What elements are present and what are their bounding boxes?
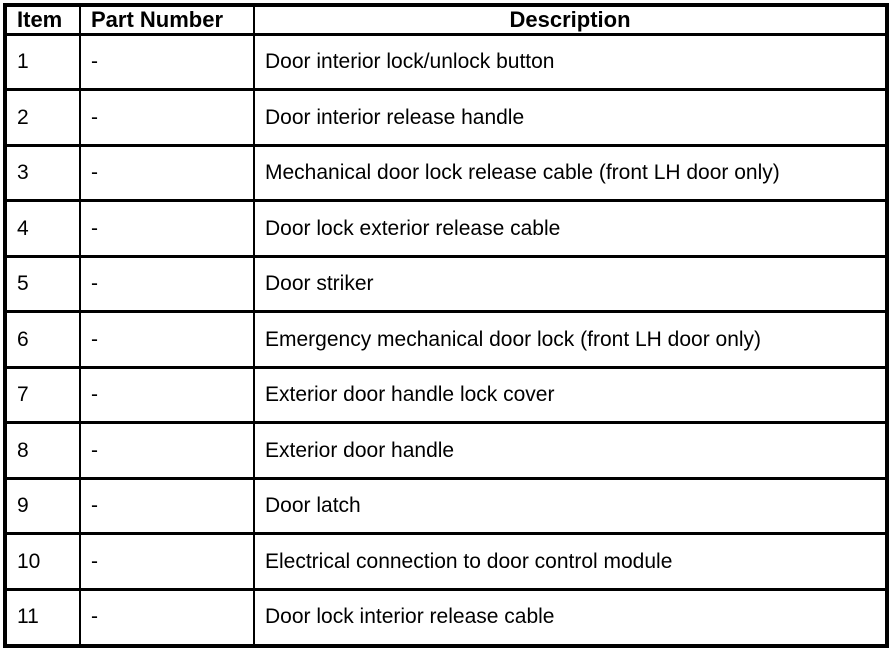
item-cell: 4 <box>4 199 81 258</box>
item-cell: 5 <box>4 254 81 314</box>
table-row: 11-Door lock interior release cable <box>4 587 888 648</box>
item-cell: 3 <box>4 143 81 203</box>
part-number-cell: - <box>79 88 255 147</box>
item-header: Item <box>4 3 81 36</box>
table-row: 4-Door lock exterior release cable <box>4 199 888 258</box>
table-row: 8-Exterior door handle <box>4 421 888 480</box>
part-number-cell: - <box>79 32 255 92</box>
table-row: 2-Door interior release handle <box>4 88 888 147</box>
table-row: 9-Door latch <box>4 476 888 536</box>
part-number-cell: - <box>79 199 255 258</box>
table-header: Item Part Number Description <box>4 3 888 36</box>
item-cell: 1 <box>4 32 81 92</box>
description-cell: Door interior lock/unlock button <box>253 32 888 92</box>
description-cell: Emergency mechanical door lock (front LH… <box>253 310 888 369</box>
part-number-cell: - <box>79 143 255 203</box>
part-number-cell: - <box>79 254 255 314</box>
part-number-cell: - <box>79 532 255 591</box>
description-cell: Mechanical door lock release cable (fron… <box>253 143 888 203</box>
description-cell: Door lock exterior release cable <box>253 199 888 258</box>
item-cell: 6 <box>4 310 81 369</box>
description-cell: Electrical connection to door control mo… <box>253 532 888 591</box>
part-number-header: Part Number <box>79 3 255 36</box>
description-header: Description <box>253 3 888 36</box>
part-number-cell: - <box>79 365 255 425</box>
part-number-cell: - <box>79 310 255 369</box>
item-cell: 7 <box>4 365 81 425</box>
table-row: 6-Emergency mechanical door lock (front … <box>4 310 888 369</box>
description-cell: Door interior release handle <box>253 88 888 147</box>
item-cell: 11 <box>4 587 81 648</box>
header-row: Item Part Number Description <box>4 3 888 36</box>
table-row: 3-Mechanical door lock release cable (fr… <box>4 143 888 203</box>
part-number-cell: - <box>79 476 255 536</box>
description-cell: Exterior door handle lock cover <box>253 365 888 425</box>
part-number-cell: - <box>79 587 255 648</box>
part-number-cell: - <box>79 421 255 480</box>
item-cell: 8 <box>4 421 81 480</box>
item-cell: 9 <box>4 476 81 536</box>
table-row: 7-Exterior door handle lock cover <box>4 365 888 425</box>
table-row: 10-Electrical connection to door control… <box>4 532 888 591</box>
table-row: 5-Door striker <box>4 254 888 314</box>
description-cell: Door latch <box>253 476 888 536</box>
parts-table: Item Part Number Description 1-Door inte… <box>3 3 889 648</box>
description-cell: Exterior door handle <box>253 421 888 480</box>
description-cell: Door striker <box>253 254 888 314</box>
description-cell: Door lock interior release cable <box>253 587 888 648</box>
table-row: 1-Door interior lock/unlock button <box>4 32 888 92</box>
item-cell: 10 <box>4 532 81 591</box>
item-cell: 2 <box>4 88 81 147</box>
